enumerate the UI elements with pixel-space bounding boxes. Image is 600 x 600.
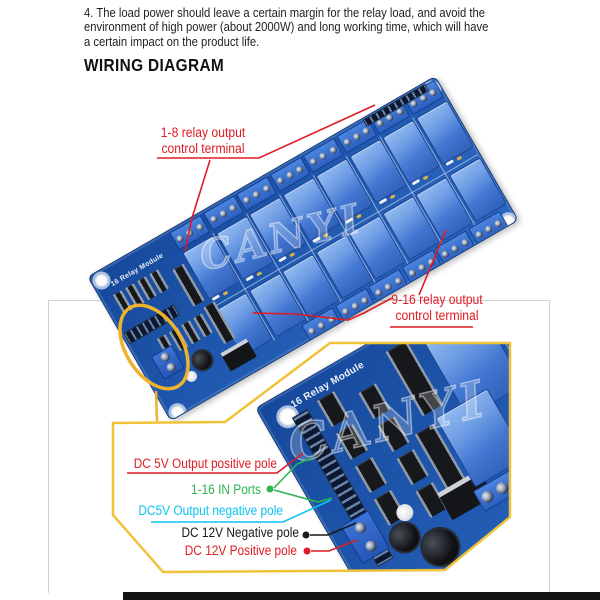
ic-chip	[354, 456, 388, 493]
terminal-screw	[450, 243, 460, 253]
label-dc12v-negative: DC 12V Negative pole	[181, 525, 299, 540]
ic-chip	[358, 383, 391, 420]
terminal-screw	[493, 479, 510, 497]
terminal-screw	[318, 150, 328, 161]
terminal-screw	[328, 145, 338, 155]
label-dc12v-positive: DC 12V Positive pole	[184, 543, 297, 558]
ic-chip	[396, 449, 429, 486]
terminal-screw	[478, 488, 496, 506]
terminal-screw	[360, 295, 370, 305]
component-mark	[389, 194, 396, 200]
terminal-screw	[473, 229, 484, 240]
terminal-screw	[383, 281, 394, 292]
terminal-screw	[440, 248, 451, 259]
terminal-screw	[407, 268, 417, 278]
terminal-screw	[228, 202, 238, 213]
terminal-screw	[158, 350, 171, 364]
terminal-screw	[208, 214, 219, 224]
terminal-screw	[185, 227, 195, 238]
terminal-screw	[308, 156, 319, 166]
intro-line-2: environment of high power (about 2000W) …	[84, 19, 489, 35]
component-mark	[551, 401, 563, 410]
component-mark	[455, 155, 462, 162]
component-mark	[222, 290, 229, 296]
terminal-screw	[483, 223, 494, 234]
label-9-16-line1: 9-16 relay output	[391, 292, 483, 307]
capacitor-top	[183, 368, 200, 384]
terminal-screw	[363, 538, 379, 554]
terminal-screw	[428, 87, 438, 97]
component-mark	[559, 378, 571, 387]
terminal-screw	[261, 183, 272, 194]
component-mark	[422, 175, 429, 181]
terminal-screw	[241, 194, 252, 205]
bottom-black-bar	[123, 592, 600, 600]
label-9-16-line2: control terminal	[395, 307, 479, 323]
label-1-8-line2: control terminal	[161, 140, 245, 156]
terminal-screw	[341, 137, 352, 147]
terminal-screw	[352, 520, 368, 536]
label-1-8-relay-output: 1-8 relay output control terminal	[148, 125, 258, 156]
terminal-screw	[194, 222, 205, 232]
mounting-hole	[91, 271, 110, 290]
terminal-screw	[351, 131, 362, 141]
component-mark	[355, 213, 362, 219]
terminal-screw	[275, 175, 285, 186]
terminal-screw	[307, 325, 317, 336]
terminal-screw	[426, 256, 437, 267]
terminal-screw	[218, 208, 228, 218]
terminal-screw	[285, 169, 295, 180]
wiring-diagram-heading: WIRING DIAGRAM	[84, 55, 225, 75]
terminal-screw	[460, 237, 470, 248]
intro-line-1: 4. The load power should leave a certain…	[84, 5, 486, 20]
terminal-screw	[393, 275, 403, 286]
label-dc5v-negative: DC5V Output negative pole	[138, 503, 283, 518]
label-9-16-relay-output: 9-16 relay output control terminal	[380, 292, 493, 323]
intro-paragraph: 4. The load power should leave a certain…	[84, 5, 506, 49]
terminal-screw	[251, 189, 262, 199]
label-in-ports: 1-16 IN Ports	[191, 482, 261, 497]
terminal-screw	[361, 125, 372, 136]
terminal-screw	[326, 314, 337, 325]
component-mark	[255, 271, 262, 277]
label-1-8-line1: 1-8 relay output	[160, 125, 246, 140]
component-mark	[502, 279, 514, 288]
component-mark	[322, 232, 329, 239]
terminal-screw	[316, 320, 327, 330]
terminal-screw	[350, 300, 360, 311]
terminal-screw	[294, 164, 305, 174]
terminal-screw	[164, 361, 178, 374]
ic-chip	[335, 424, 369, 461]
component-mark	[289, 252, 296, 258]
intro-line-3: a certain impact on the product life.	[84, 33, 260, 49]
terminal-screw	[175, 233, 185, 243]
ic-chip	[316, 391, 350, 428]
terminal-screw	[493, 218, 503, 228]
terminal-screw	[416, 262, 427, 272]
ic-chip	[377, 416, 410, 453]
terminal-screw	[340, 306, 350, 317]
label-dc5v-positive: DC 5V Output positive pole	[133, 456, 277, 471]
